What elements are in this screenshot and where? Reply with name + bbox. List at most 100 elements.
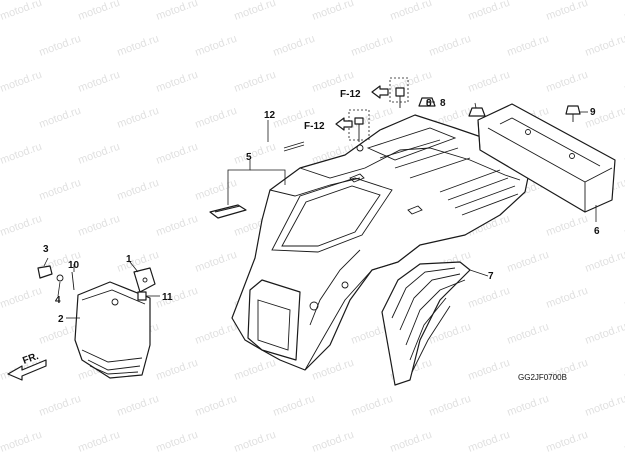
- watermark-text: motod.ru: [194, 33, 239, 59]
- callout-8b: 8: [440, 98, 446, 109]
- watermark-text: motod.ru: [272, 393, 317, 419]
- watermark-text: motod.ru: [155, 69, 200, 95]
- watermark-text: motod.ru: [116, 393, 161, 419]
- leader-lines: [43, 101, 597, 319]
- watermark-text: motod.ru: [545, 285, 590, 311]
- watermark-text: motod.ru: [155, 141, 200, 167]
- watermark-text: motod.ru: [38, 33, 83, 59]
- callout-1: 1: [126, 254, 132, 265]
- watermark-text: motod.ru: [467, 0, 512, 23]
- watermark-text: motod.ru: [77, 429, 122, 455]
- callout-12: 12: [264, 110, 276, 121]
- callout-6: 6: [594, 226, 600, 237]
- watermark-text: motod.ru: [506, 393, 551, 419]
- watermark-text: motod.ru: [77, 141, 122, 167]
- watermark-text: motod.ru: [389, 0, 434, 23]
- watermark-text: motod.ru: [77, 69, 122, 95]
- callout-5: 5: [246, 152, 252, 163]
- watermark-text: motod.ru: [77, 213, 122, 239]
- bolt-9[interactable]: [565, 105, 581, 122]
- callout-10: 10: [68, 260, 80, 271]
- watermark-text: motod.ru: [389, 69, 434, 95]
- watermark-text: motod.ru: [350, 393, 395, 419]
- watermark-text: motod.ru: [467, 429, 512, 455]
- nut-8b[interactable]: [468, 107, 486, 117]
- rear-carrier-bracket[interactable]: [477, 103, 616, 213]
- watermark-text: motod.ru: [0, 0, 43, 23]
- watermark-text: motod.ru: [428, 393, 473, 419]
- watermark-text: motod.ru: [545, 213, 590, 239]
- watermark-text: motod.ru: [545, 69, 590, 95]
- bolt-11[interactable]: [137, 291, 147, 301]
- inner-mud-guard[interactable]: [381, 261, 471, 386]
- callout-2: 2: [58, 314, 64, 325]
- watermark-text: motod.ru: [545, 0, 590, 23]
- tail-cover[interactable]: [74, 281, 151, 379]
- ref-arrow-mid: F-12: [304, 117, 353, 132]
- watermark-text: motod.ru: [38, 105, 83, 131]
- watermark-text: motod.ru: [155, 0, 200, 23]
- watermark-text: motod.ru: [467, 69, 512, 95]
- watermark-text: motod.ru: [584, 321, 625, 347]
- watermark-text: motod.ru: [0, 141, 43, 167]
- watermark-text: motod.ru: [428, 321, 473, 347]
- watermark-text: motod.ru: [194, 177, 239, 203]
- watermark-text: motod.ru: [116, 105, 161, 131]
- watermark-text: motod.ru: [467, 285, 512, 311]
- watermark-text: motod.ru: [428, 33, 473, 59]
- watermark-text: motod.ru: [194, 393, 239, 419]
- watermark-text: motod.ru: [194, 249, 239, 275]
- pin-12[interactable]: [283, 141, 305, 152]
- watermark-text: motod.ru: [311, 357, 356, 383]
- watermark-text: motod.ru: [233, 0, 278, 23]
- watermark-text: motod.ru: [584, 249, 625, 275]
- watermark-text: motod.ru: [194, 105, 239, 131]
- direction-label: FR.: [21, 351, 40, 367]
- watermark-text: motod.ru: [77, 0, 122, 23]
- watermark-text: motod.ru: [584, 33, 625, 59]
- watermark-text: motod.ru: [506, 321, 551, 347]
- watermark-text: motod.ru: [194, 321, 239, 347]
- callout-4: 4: [55, 295, 61, 306]
- callout-11: 11: [162, 292, 173, 303]
- watermark-text: motod.ru: [623, 0, 625, 23]
- watermark-text: motod.ru: [506, 249, 551, 275]
- watermark-text: motod.ru: [545, 429, 590, 455]
- watermark-text: motod.ru: [0, 69, 43, 95]
- ref-label-top: F-12: [340, 89, 361, 100]
- watermark-text: motod.ru: [389, 429, 434, 455]
- watermark-text: motod.ru: [155, 357, 200, 383]
- diagram-code: GG2JF0700B: [518, 373, 567, 382]
- emblem[interactable]: [209, 204, 247, 219]
- watermark-text: motod.ru: [350, 33, 395, 59]
- watermark-text: motod.ru: [233, 357, 278, 383]
- washer-4[interactable]: [56, 274, 64, 282]
- bracket-1[interactable]: [133, 267, 156, 293]
- watermark-text: motod.ru: [155, 429, 200, 455]
- callout-3: 3: [43, 244, 49, 255]
- direction-arrow: FR.: [7, 351, 47, 381]
- clip-3[interactable]: [37, 265, 53, 279]
- watermark-text: motod.ru: [311, 429, 356, 455]
- rear-fender[interactable]: [231, 114, 531, 371]
- ref-arrow-top: F-12: [340, 85, 389, 100]
- bolt-f12-top[interactable]: [389, 77, 409, 108]
- watermark-text: motod.ru: [155, 213, 200, 239]
- watermark-text: motod.ru: [116, 33, 161, 59]
- watermark-text: motod.ru: [116, 177, 161, 203]
- watermark-text: motod.ru: [272, 33, 317, 59]
- watermark-text: motod.ru: [38, 177, 83, 203]
- watermark-text: motod.ru: [506, 33, 551, 59]
- callout-9: 9: [590, 107, 596, 118]
- watermark-text: motod.ru: [0, 213, 43, 239]
- watermark-text: motod.ru: [0, 285, 43, 311]
- callout-8a: 8: [426, 98, 432, 109]
- watermark-text: motod.ru: [311, 0, 356, 23]
- ref-label-mid: F-12: [304, 121, 325, 132]
- watermark-text: motod.ru: [233, 69, 278, 95]
- watermark-text: motod.ru: [38, 393, 83, 419]
- watermark-text: motod.ru: [233, 429, 278, 455]
- screw-10[interactable]: [71, 271, 75, 291]
- watermark-text: motod.ru: [467, 357, 512, 383]
